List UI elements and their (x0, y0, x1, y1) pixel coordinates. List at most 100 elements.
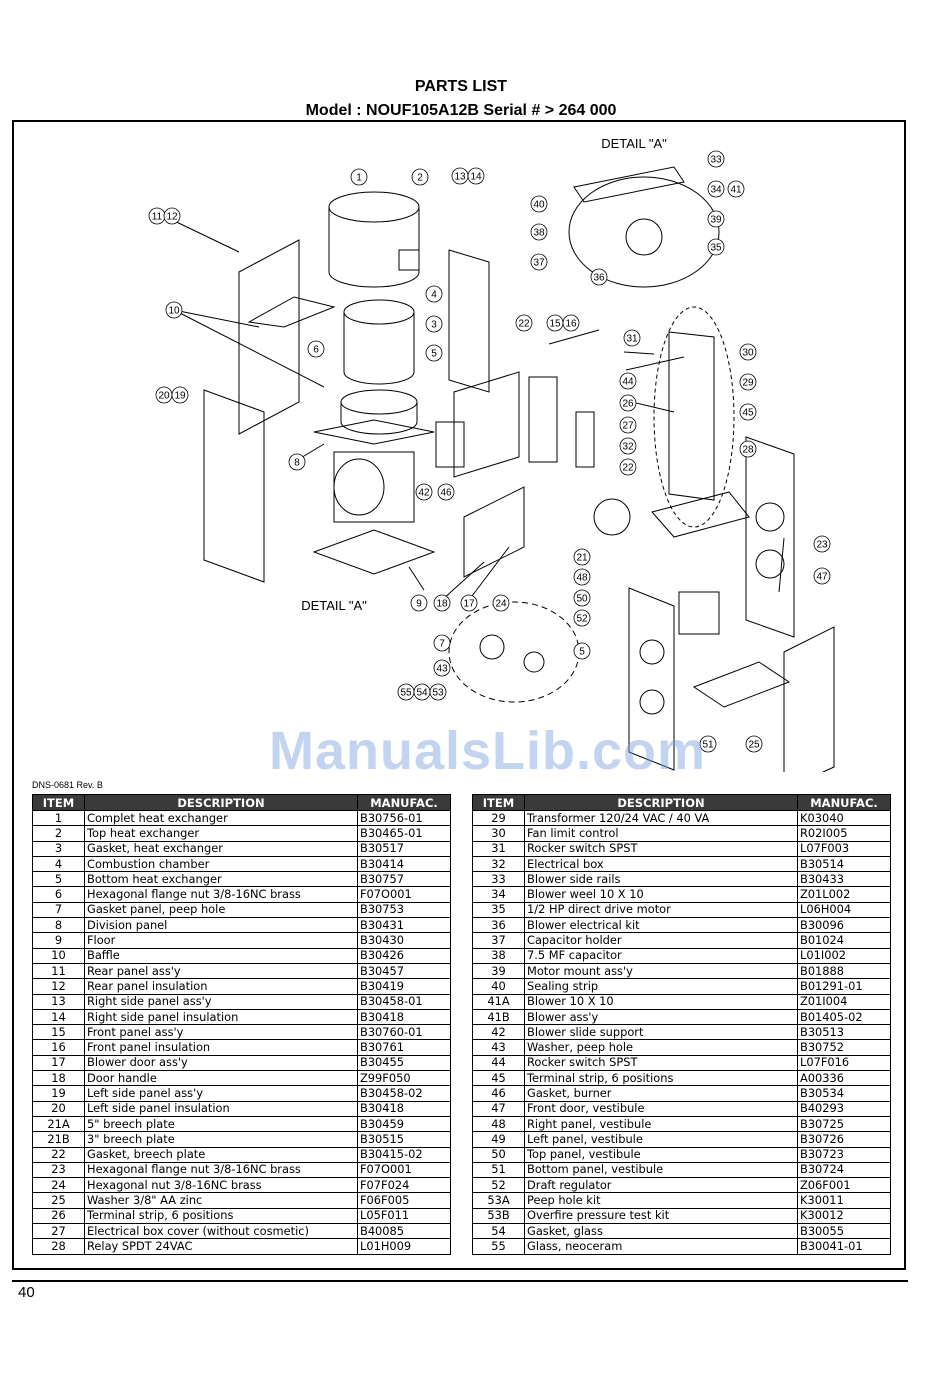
part-description: Rocker switch SPST (524, 840, 798, 857)
callout-circle (410, 594, 428, 612)
rear-panel-shape (238, 239, 300, 435)
item-number: 50 (472, 1146, 525, 1163)
callout-circle (288, 453, 306, 471)
part-description: Baffle (84, 947, 358, 964)
item-number: 29 (472, 809, 525, 827)
manufacturer-code: B01405-02 (797, 1008, 891, 1026)
callout-number: 42 (418, 488, 430, 499)
item-number: 42 (472, 1024, 525, 1041)
callout-number: 5 (579, 647, 585, 658)
callout-number: 18 (436, 599, 448, 610)
manufacturer-code: B40085 (357, 1223, 451, 1240)
item-number: 40 (472, 978, 525, 995)
callout-number: 20 (158, 391, 170, 402)
manufacturer-code: F06F005 (357, 1192, 451, 1209)
callout-circle (573, 568, 591, 586)
manufacturer-code: B30725 (797, 1115, 891, 1133)
callout-number: 48 (576, 573, 588, 584)
callout-circle (165, 301, 183, 319)
callout-number: 55 (400, 688, 412, 699)
part-description: Blower slide support (524, 1024, 798, 1041)
manufacturer-code: B30723 (797, 1146, 891, 1163)
callout-number: 28 (742, 445, 754, 456)
table-header-row: ITEM DESCRIPTION MANUFAC. (472, 794, 891, 811)
callout-circle (739, 440, 757, 458)
callout-circle (745, 735, 763, 753)
callout-number: 5 (431, 349, 437, 360)
manufacturer-code: F07F024 (357, 1177, 451, 1194)
part-description: 5" breech plate (84, 1115, 358, 1133)
part-description: Gasket, breech plate (84, 1146, 358, 1163)
item-number: 32 (472, 855, 525, 873)
callout-number: 47 (816, 572, 828, 583)
item-number: 17 (32, 1054, 85, 1072)
page-number: 40 (18, 1284, 35, 1301)
callout-circle (573, 548, 591, 566)
manufacturer-code: K30012 (797, 1207, 891, 1225)
callout-circle (707, 238, 725, 256)
manufacturer-code: B40293 (797, 1100, 891, 1117)
part-description: Capacitor holder (524, 932, 798, 949)
callout-number: 9 (416, 599, 422, 610)
item-number: 15 (32, 1024, 85, 1041)
callout-circle (707, 180, 725, 198)
callout-circle (460, 594, 478, 612)
manufacturer-code: B30757 (357, 871, 451, 888)
callout-number: 22 (518, 319, 530, 330)
manufacturer-code: B30760-01 (357, 1024, 451, 1041)
item-number: 3 (32, 840, 85, 857)
part-description: Rear panel ass'y (84, 962, 358, 980)
callout-number: 39 (710, 215, 722, 226)
callout-number: 11 (152, 212, 163, 223)
part-description: Rocker switch SPST (524, 1054, 798, 1072)
callout-circle (739, 343, 757, 361)
manufacturer-code: B30752 (797, 1039, 891, 1056)
item-number: 23 (32, 1161, 85, 1179)
item-number: 7 (32, 901, 85, 919)
footer-rule (12, 1280, 908, 1282)
manufacturer-code: B01888 (797, 962, 891, 980)
item-number: 26 (32, 1207, 85, 1225)
item-number: 6 (32, 886, 85, 903)
item-number: 22 (32, 1146, 85, 1163)
callout-circle (411, 168, 429, 186)
callout-number: 45 (742, 408, 754, 419)
item-number: 53B (472, 1207, 525, 1225)
manufacturer-code: B30415-02 (357, 1146, 451, 1163)
callout-number: 44 (622, 377, 634, 388)
part-description: Left side panel ass'y (84, 1085, 358, 1102)
callout-circle (425, 285, 443, 303)
callout-number: 38 (533, 228, 545, 239)
part-description: Combustion chamber (84, 855, 358, 873)
item-number: 8 (32, 917, 85, 934)
item-number: 35 (472, 901, 525, 919)
manufacturer-code: Z01I004 (797, 993, 891, 1010)
callout-number: 27 (622, 421, 634, 432)
callout-circle (429, 683, 447, 701)
manufacturer-code: F07O001 (357, 1161, 451, 1179)
callout-circle (623, 329, 641, 347)
manufacturer-code: B30534 (797, 1085, 891, 1102)
manufacturer-code: L05F011 (357, 1207, 451, 1225)
callout-number: 32 (622, 442, 634, 453)
